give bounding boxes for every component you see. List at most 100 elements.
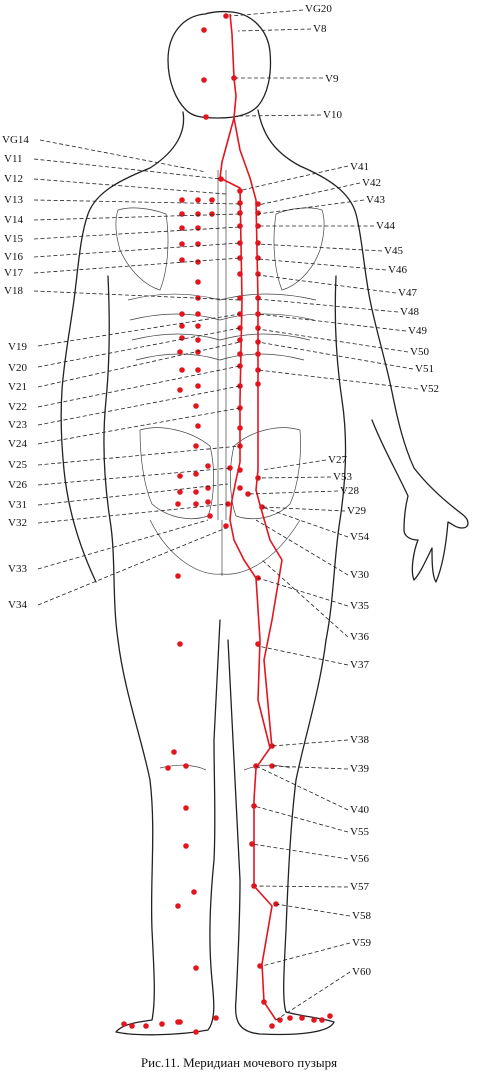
acupoint-dot: [218, 176, 224, 182]
label-v15: V15: [4, 233, 23, 245]
acupoint-dot: [193, 403, 199, 409]
acupoint-dot: [227, 465, 233, 471]
acupoint-dot: [245, 491, 251, 497]
acupoint-dot: [237, 485, 243, 491]
leader-line: [37, 467, 231, 486]
leader-line: [247, 490, 339, 495]
acupoint-dot: [177, 473, 183, 479]
label-v39: V39: [350, 763, 369, 775]
label-v43: V43: [366, 194, 385, 206]
acupoint-dot: [183, 805, 189, 811]
label-v18: V18: [4, 285, 23, 297]
label-v13: V13: [4, 194, 23, 206]
acupoint-dot: [195, 225, 201, 231]
acupoint-dot: [237, 311, 243, 317]
acupoint-dot: [179, 367, 185, 373]
acupoint-dot: [269, 763, 275, 769]
acupoint-dot: [191, 889, 197, 895]
label-v28: V28: [340, 485, 359, 497]
label-v51: V51: [415, 363, 434, 375]
acupoint-dot: [237, 325, 243, 331]
label-v34: V34: [8, 599, 27, 611]
meridian-lines: [219, 13, 283, 1021]
label-v21: V21: [8, 381, 27, 393]
acupoint-dot: [319, 1017, 325, 1023]
acupoint-dot: [255, 295, 261, 301]
acupoint-dot: [255, 271, 261, 277]
label-v29: V29: [347, 505, 366, 517]
label-v37: V37: [350, 659, 369, 671]
leader-line: [257, 258, 387, 271]
label-v42: V42: [362, 177, 381, 189]
label-v54: V54: [350, 531, 369, 543]
label-v11: V11: [4, 153, 23, 165]
leader-line: [229, 9, 304, 17]
label-v20: V20: [8, 362, 27, 374]
acupoint-dot: [193, 489, 199, 495]
acupoint-dot: [255, 223, 261, 229]
acupoint-dot: [255, 311, 261, 317]
leader-line: [33, 199, 241, 205]
label-v55: V55: [350, 826, 369, 838]
leader-line: [37, 527, 227, 606]
label-v22: V22: [8, 401, 27, 413]
label-v41: V41: [350, 161, 369, 173]
leader-lines: [33, 9, 419, 1021]
acupoint-dot: [237, 240, 243, 246]
acupoint-dot: [327, 1013, 333, 1019]
acupoint-dot: [287, 1015, 293, 1021]
leader-line: [251, 843, 349, 860]
leader-line: [33, 178, 227, 195]
acupoint-dot: [253, 763, 259, 769]
acupoint-dot: [255, 381, 261, 387]
acupoint-dot: [195, 211, 201, 217]
acupoint-dot: [175, 1019, 181, 1025]
acupoint-dot: [195, 311, 201, 317]
acupoint-dot: [251, 883, 257, 889]
label-v30: V30: [350, 569, 369, 581]
leader-line: [37, 365, 241, 408]
leader-line: [37, 385, 241, 426]
leader-line: [257, 645, 349, 666]
leader-line: [261, 506, 349, 538]
label-v23: V23: [8, 419, 27, 431]
figure-caption: Рис.11. Меридиан мочевого пузыря: [140, 1055, 338, 1070]
label-v27: V27: [328, 454, 347, 466]
acupoint-dot: [261, 999, 267, 1005]
acupoint-dot: [195, 423, 201, 429]
leader-line: [261, 459, 327, 471]
acupoint-dot: [183, 763, 189, 769]
acupoint-dot: [177, 349, 183, 355]
leader-line: [261, 506, 346, 512]
label-v60: V60: [352, 966, 371, 978]
acupoint-dot: [179, 311, 185, 317]
leader-line: [37, 407, 241, 445]
label-v12: V12: [4, 173, 23, 185]
acupoint-dot: [237, 425, 243, 431]
leader-line: [257, 313, 407, 332]
acupoint-dot: [193, 501, 199, 507]
acupoint-dot: [255, 367, 261, 373]
label-v9: V9: [325, 73, 339, 85]
acupoint-dot: [143, 1023, 149, 1029]
acupoint-dot: [237, 223, 243, 229]
acupoint-dot: [179, 257, 185, 263]
labels-left: VG14 V11 V12 V13 V14 V15 V16 V17 V18 V19…: [2, 134, 29, 611]
acupoint-dot: [175, 573, 181, 579]
acupoint-dot: [209, 197, 215, 203]
acupoint-dot: [255, 641, 261, 647]
acupoint-dot: [179, 225, 185, 231]
labels-right: VG20 V8 V9 V10 V41 V42 V43 V44 V45 V46 V…: [305, 3, 439, 978]
label-v38: V38: [350, 734, 369, 746]
label-v14: V14: [4, 214, 23, 226]
acupoint-dot: [179, 323, 185, 329]
leader-line: [253, 805, 349, 833]
leader-line: [33, 290, 241, 301]
label-vg20: VG20: [305, 3, 332, 15]
leader-line: [261, 942, 351, 967]
leader-line: [37, 483, 229, 506]
acupoint-dot: [277, 1017, 283, 1023]
acupoint-dot: [269, 1023, 275, 1029]
leader-line: [257, 341, 414, 370]
